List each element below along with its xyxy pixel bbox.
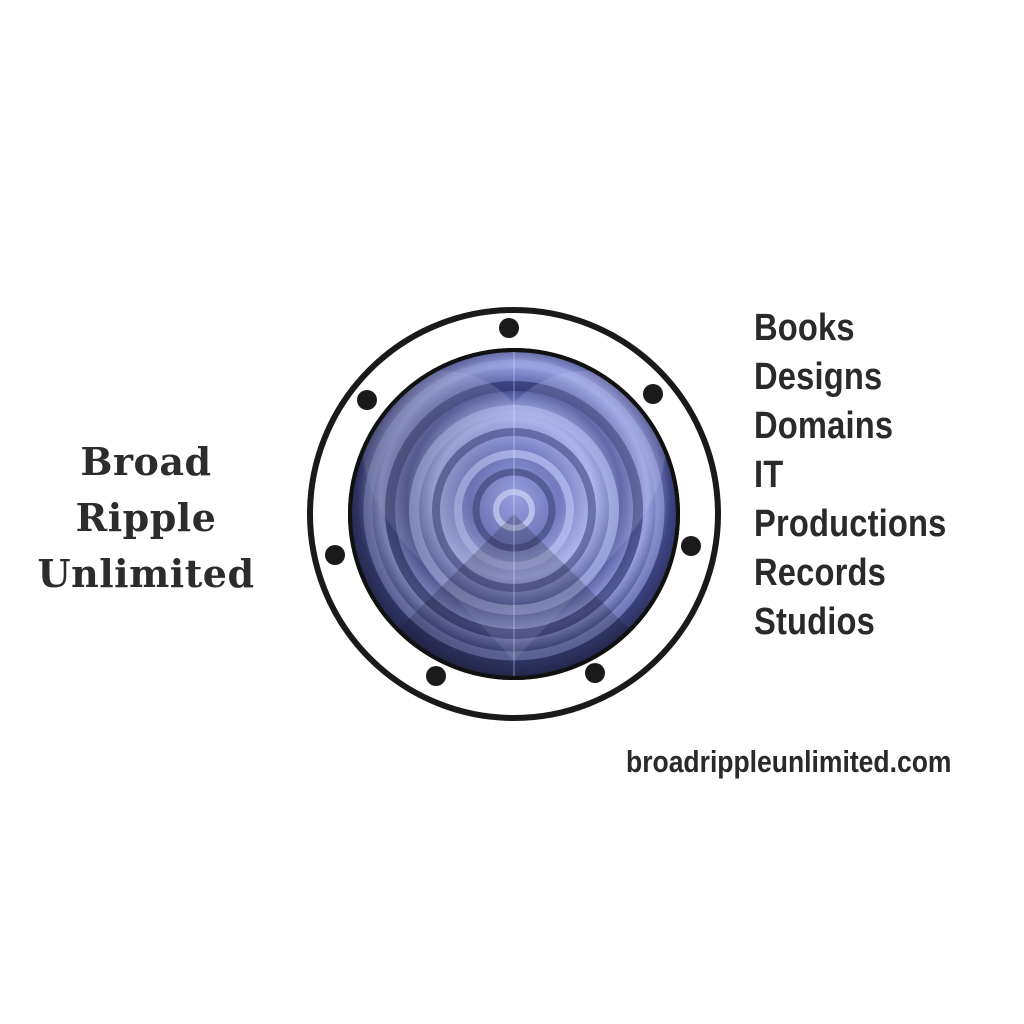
service-item-it: IT	[754, 454, 784, 496]
service-item-domains: Domains	[754, 405, 894, 447]
bolts	[325, 318, 701, 686]
service-item-studios: Studios	[754, 601, 876, 643]
company-name: Broad Ripple Unlimited	[10, 434, 282, 602]
service-item-records: Records	[754, 552, 886, 594]
company-name-line-2: Unlimited	[37, 551, 255, 596]
porthole-ripple-heart-icon	[307, 307, 721, 721]
services-list: Books Designs Domains IT Productions Rec…	[754, 304, 947, 647]
company-name-line-1: Broad Ripple	[75, 439, 217, 540]
service-item-designs: Designs	[754, 356, 883, 398]
website-url: broadrippleunlimited.com	[626, 744, 952, 779]
service-item-books: Books	[754, 307, 855, 349]
service-item-productions: Productions	[754, 503, 947, 545]
